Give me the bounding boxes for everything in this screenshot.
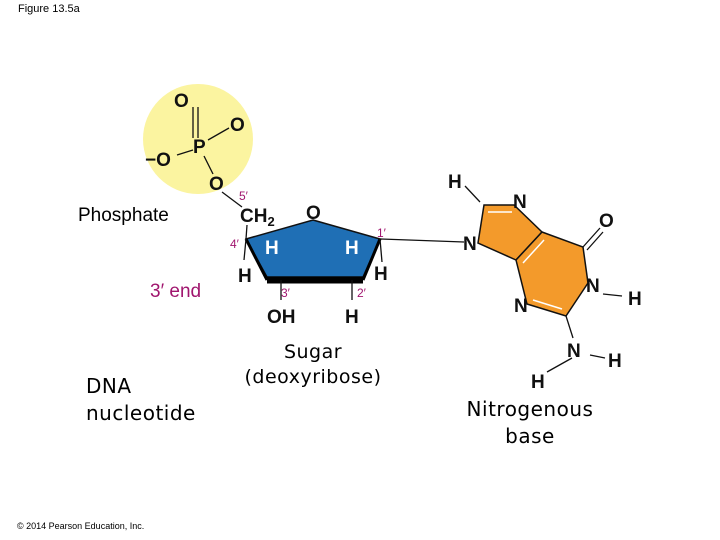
bond-lines	[176, 107, 623, 373]
phosphate-o-top: O	[174, 91, 189, 112]
prime-2: 2′	[357, 286, 367, 300]
base-label-line1: Nitrogenous	[466, 397, 594, 421]
three-prime-end-label: 3′ end	[150, 281, 202, 302]
phosphate-o-left: −O	[145, 150, 171, 171]
sugar-h-1-down: H	[374, 264, 388, 285]
sugar-oh: OH	[267, 307, 296, 328]
dna-nucleotide-label: DNA nucleotide	[86, 373, 196, 427]
base-n-left: N	[463, 234, 477, 255]
base-n-top: N	[513, 192, 527, 213]
base-h-amine-down: H	[531, 372, 545, 393]
phosphate-o-bottom: O	[209, 174, 224, 195]
base-h-right: H	[628, 289, 642, 310]
base-o-right: O	[599, 211, 614, 232]
prime-5: 5′	[239, 189, 249, 203]
base-h-amine-right: H	[608, 351, 622, 372]
sugar-label-line2: (deoxyribose)	[244, 366, 382, 388]
base-double-bond-3	[532, 299, 563, 310]
copyright-notice: © 2014 Pearson Education, Inc.	[17, 521, 145, 531]
sugar-h-1: H	[345, 238, 359, 259]
dna-label-line2: nucleotide	[86, 401, 196, 425]
dna-label-line1: DNA	[86, 374, 132, 398]
prime-4: 4′	[230, 237, 240, 251]
sugar-right-edge-bond	[361, 238, 382, 281]
phosphate-label: Phosphate	[78, 205, 169, 226]
sugar-ring-o: O	[306, 203, 321, 224]
base-n-amine: N	[567, 341, 581, 362]
phosphate-o-right: O	[230, 115, 245, 136]
base-n-right: N	[586, 276, 600, 297]
prime-1: 1′	[377, 226, 387, 240]
sugar-label: Sugar (deoxyribose)	[230, 340, 396, 390]
base-h-top: H	[448, 172, 462, 193]
nitrogenous-base-label: Nitrogenous base	[452, 396, 608, 450]
phosphate-p: P	[193, 137, 206, 158]
figure-label: Figure 13.5a	[18, 3, 80, 15]
sugar-left-edge-bond	[244, 238, 269, 281]
sugar-h-4-down: H	[238, 266, 252, 287]
sugar-label-line1: Sugar	[283, 341, 343, 363]
prime-3: 3′	[281, 286, 291, 300]
phosphate-highlight-circle	[143, 84, 253, 194]
sugar-h-2: H	[345, 307, 359, 328]
sugar-ch2: CH2	[240, 206, 275, 229]
base-n-bottom: N	[514, 296, 528, 317]
base-double-bond-2	[522, 239, 545, 264]
base-label-line2: base	[505, 424, 555, 448]
sugar-h-4: H	[265, 238, 279, 259]
